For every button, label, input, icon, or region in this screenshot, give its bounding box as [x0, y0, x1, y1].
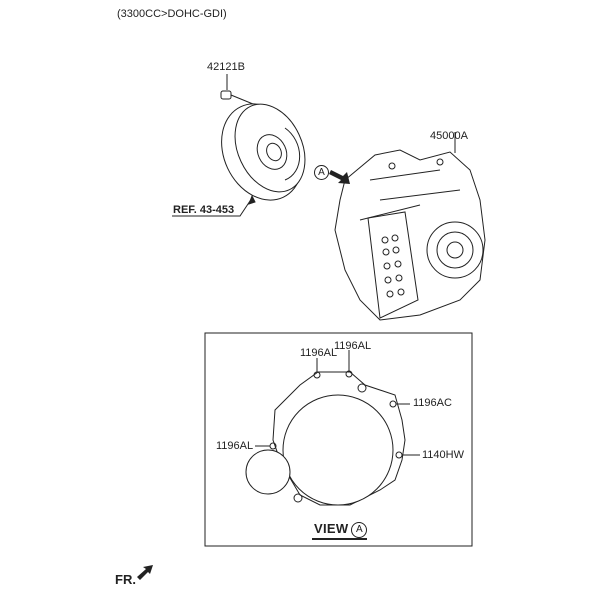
torque-converter-ref[interactable]: REF. 43-453 — [173, 204, 235, 216]
torque-converter-icon — [221, 103, 306, 201]
ref-leader-line — [172, 197, 253, 217]
view-a-label-top-right[interactable]: 1196AL — [334, 340, 372, 352]
view-a-label-right-upper[interactable]: 1196AC — [413, 397, 452, 409]
view-a-label-left[interactable]: 1196AL — [216, 440, 254, 452]
front-orientation-label: FR. — [115, 572, 136, 587]
view-title-callout: A — [351, 522, 368, 538]
view-a-label-right-lower[interactable]: 1140HW — [422, 449, 464, 461]
view-title-underline — [312, 538, 367, 540]
bolt-part-number[interactable]: 42121B — [207, 61, 245, 73]
front-direction-arrow-icon — [137, 565, 153, 580]
view-title-text: VIEW — [314, 521, 349, 536]
transaxle-icon — [334, 149, 486, 321]
transaxle-part-number[interactable]: 45000A — [430, 130, 468, 142]
engine-spec-header: (3300CC>DOHC-GDI) — [117, 8, 227, 20]
view-direction-arrow-icon — [329, 170, 350, 184]
view-a-callout: A — [314, 165, 329, 180]
view-a-frame — [204, 332, 473, 547]
bellhousing-gasket-icon — [245, 370, 406, 506]
view-a-label-top-left[interactable]: 1196AL — [300, 347, 338, 359]
